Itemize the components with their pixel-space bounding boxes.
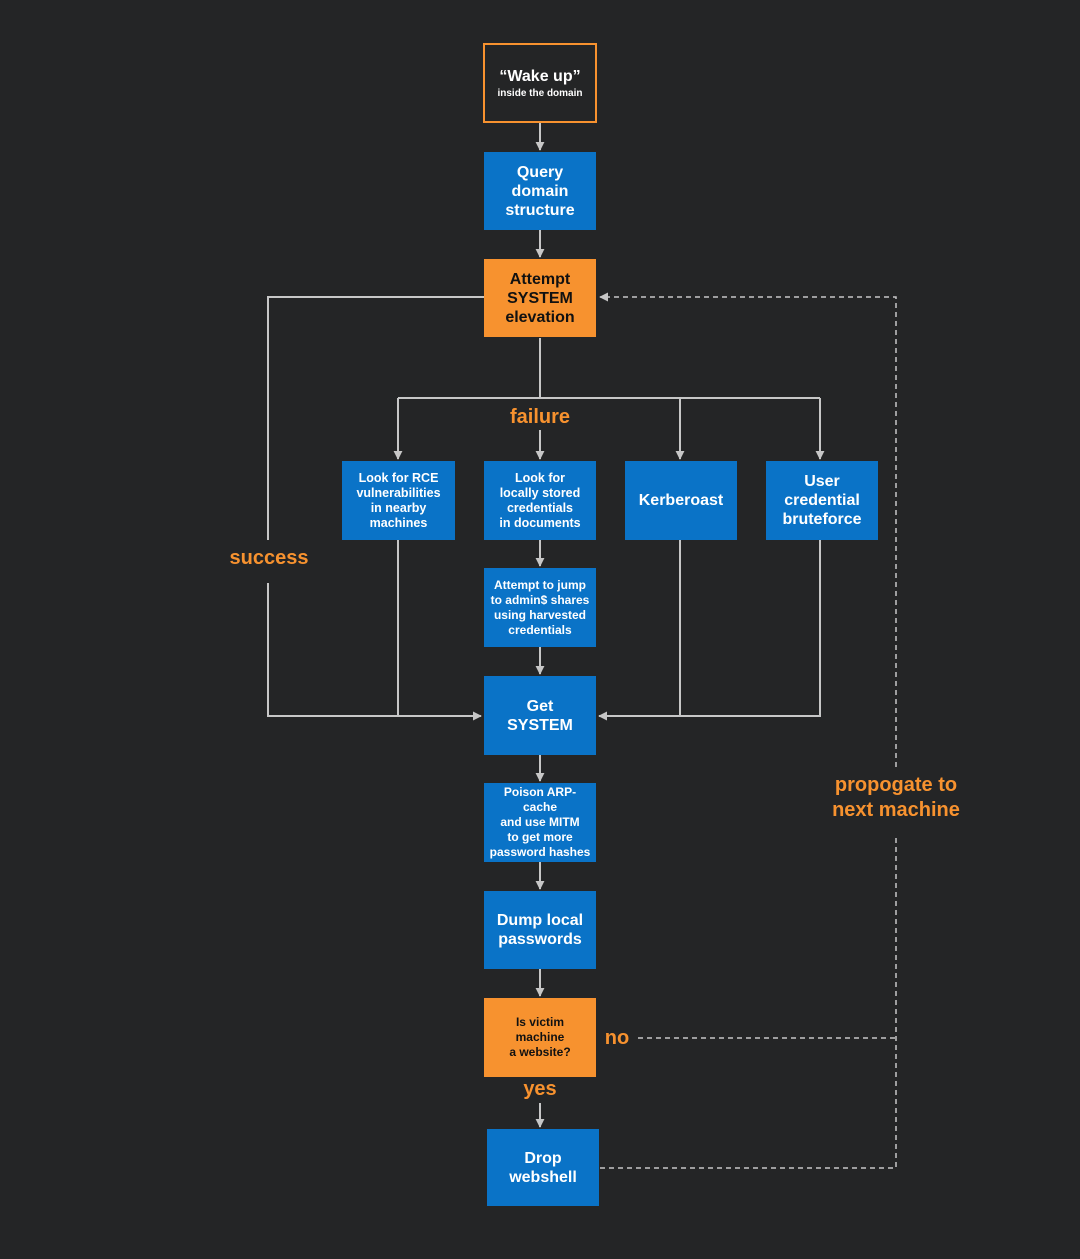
dashed-propagate-lower <box>600 838 897 1169</box>
poison-arp-node: Poison ARP-cache and use MITM to get mor… <box>484 783 596 862</box>
query-domain-node: Query domain structure <box>484 152 596 230</box>
get-system-node: Get SYSTEM <box>484 676 596 755</box>
is-website-decision-node: Is victim machine a website? <box>484 998 596 1077</box>
kerberoast-node: Kerberoast <box>625 461 737 540</box>
wake-up-title: “Wake up” <box>499 67 581 85</box>
line-success-loop-top <box>267 296 485 540</box>
wake-up-node: “Wake up” inside the domain <box>483 43 597 123</box>
failure-label: failure <box>505 405 575 430</box>
jump-admin-node: Attempt to jump to admin$ shares using h… <box>484 568 596 647</box>
wake-up-subtitle: inside the domain <box>497 87 583 99</box>
propagate-label: propogate to next machine <box>824 773 968 823</box>
look-credentials-node: Look for locally stored credentials in d… <box>484 461 596 540</box>
attempt-system-node: Attempt SYSTEM elevation <box>484 259 596 337</box>
drop-webshell-node: Drop webshell <box>487 1129 599 1206</box>
no-label: no <box>604 1027 630 1049</box>
arrow-right-branches-to-system <box>598 540 821 721</box>
yes-label: yes <box>523 1078 557 1100</box>
dump-passwords-node: Dump local passwords <box>484 891 596 969</box>
look-rce-node: Look for RCE vulnerabilities in nearby m… <box>342 461 455 540</box>
bruteforce-node: User credential bruteforce <box>766 461 878 540</box>
dashed-propagate-upper <box>599 292 897 767</box>
success-label: success <box>229 547 309 569</box>
line-success-loop-bottom <box>267 583 482 721</box>
